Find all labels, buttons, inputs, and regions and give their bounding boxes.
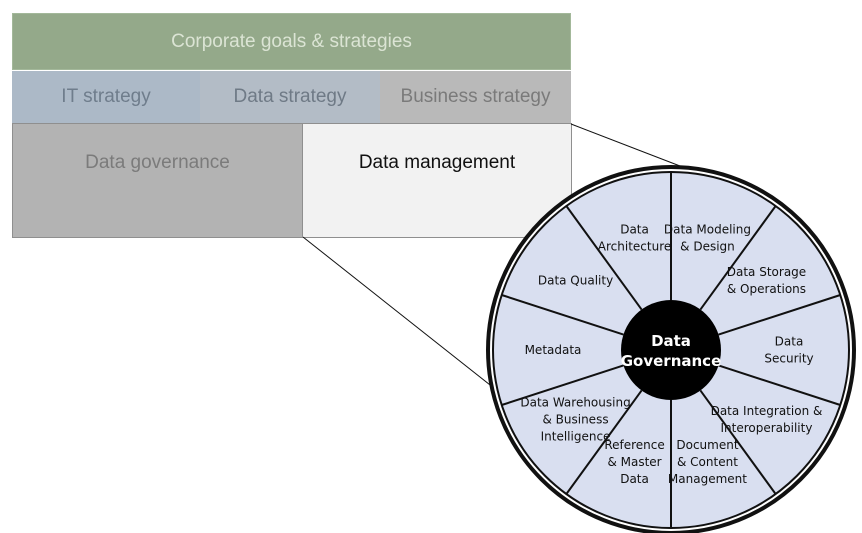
wheel-spoke	[699, 205, 777, 311]
wheel-center-hub	[621, 300, 721, 400]
data-governance-box: Data governance	[12, 123, 303, 238]
wheel-spoke	[501, 294, 624, 336]
wheel-spoke	[699, 389, 777, 495]
wheel-segment-label: Data Quality	[538, 274, 613, 288]
wheel-segment-label: Metadata	[525, 343, 582, 357]
wheel-spoke	[565, 205, 643, 311]
business-strategy-label: Business strategy	[400, 86, 551, 107]
wheel-spoke	[718, 294, 841, 336]
wheel-segment-label: Data Integration &Interoperability	[711, 404, 823, 435]
data-governance-label: Data governance	[85, 152, 230, 173]
business-strategy-box: Business strategy	[380, 71, 571, 123]
wheel-spoke	[501, 364, 624, 406]
it-strategy-box: IT strategy	[12, 71, 200, 123]
data-strategy-label: Data strategy	[233, 86, 347, 107]
corporate-goals-bar: Corporate goals & strategies	[12, 13, 571, 70]
data-management-label: Data management	[358, 152, 516, 173]
wheel-spoke	[718, 364, 841, 406]
it-strategy-label: IT strategy	[61, 86, 151, 107]
data-management-box: Data management	[302, 123, 572, 238]
corporate-goals-label: Corporate goals & strategies	[171, 30, 412, 52]
data-strategy-box: Data strategy	[200, 71, 380, 123]
wheel-segment-label: Data Storage& Operations	[727, 265, 806, 296]
zoom-line-bottom	[302, 236, 505, 397]
wheel-segment-label: Data Modeling& Design	[664, 222, 751, 253]
zoom-line-top	[570, 123, 681, 167]
wheel-spoke	[565, 389, 643, 495]
